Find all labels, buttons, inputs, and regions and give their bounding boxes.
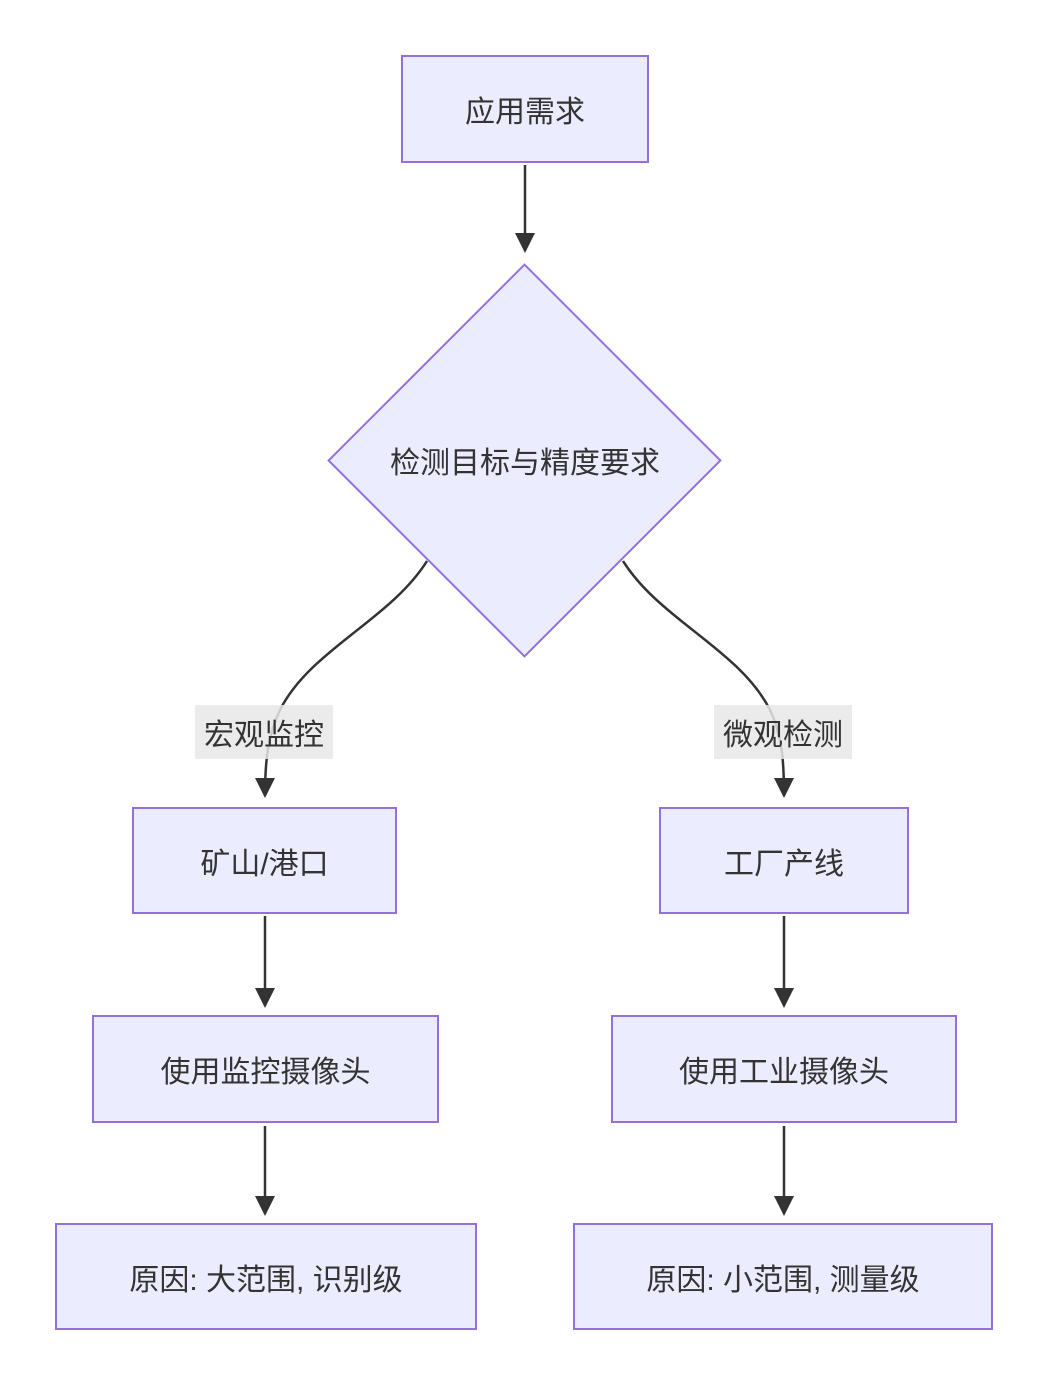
node-reason-small-range-measurement: 原因: 小范围, 测量级 — [573, 1223, 993, 1330]
node-application-demand: 应用需求 — [401, 55, 649, 163]
node-reason-large-range-recognition: 原因: 大范围, 识别级 — [55, 1223, 477, 1330]
node-use-industrial-camera: 使用工业摄像头 — [611, 1015, 957, 1123]
edge-label-micro-inspection: 微观检测 — [714, 705, 852, 759]
decision-detection-target-precision-label: 检测目标与精度要求 — [390, 447, 660, 480]
node-use-surveillance-camera: 使用监控摄像头 — [92, 1015, 439, 1123]
edge-label-macro-monitoring: 宏观监控 — [195, 705, 333, 759]
node-mine-port: 矿山/港口 — [132, 807, 397, 914]
node-factory-line: 工厂产线 — [659, 807, 909, 914]
